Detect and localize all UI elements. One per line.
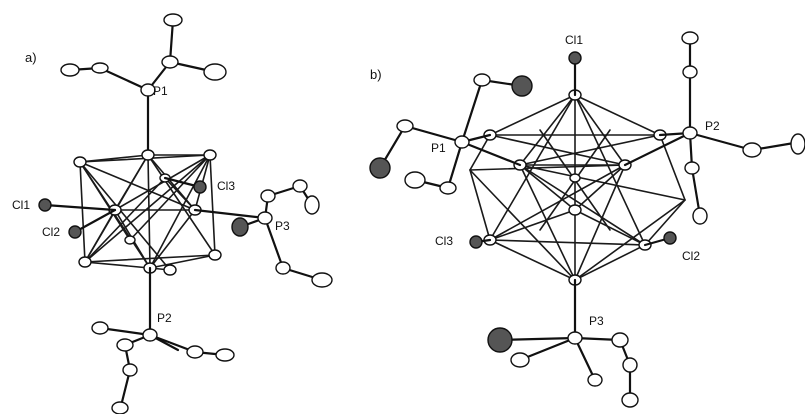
panel-b-label-p1: P1 xyxy=(431,141,446,155)
panel-a-phosphine-p2 xyxy=(91,266,235,414)
panel-b-chlorides xyxy=(469,51,677,249)
panel-a-label-cl1: Cl1 xyxy=(12,198,30,212)
panel-b-phosphine-p3 xyxy=(487,278,639,408)
panel-a: a) xyxy=(12,13,333,414)
panel-b-label-p2: P2 xyxy=(705,119,720,133)
panel-a-phosphine-p1 xyxy=(60,13,227,157)
panel-a-chlorides xyxy=(38,176,207,239)
panel-b: b) xyxy=(369,31,805,408)
panel-a-label-p3: P3 xyxy=(275,219,290,233)
panel-b-label-cl3: Cl3 xyxy=(435,234,453,248)
panel-a-label-p2: P2 xyxy=(157,311,172,325)
panel-a-cluster-cage xyxy=(73,149,222,276)
panel-b-label-cl1: Cl1 xyxy=(565,33,583,47)
panel-b-label-cl2: Cl2 xyxy=(682,249,700,263)
panel-a-label: a) xyxy=(25,50,37,65)
panel-b-cluster-cage xyxy=(469,89,686,286)
panel-b-phosphine-p1 xyxy=(369,73,533,195)
panel-b-phosphine-p2 xyxy=(623,31,805,225)
panel-a-label-cl2: Cl2 xyxy=(42,225,60,239)
panel-a-phosphine-p3 xyxy=(193,179,333,288)
panel-a-label-cl3: Cl3 xyxy=(217,179,235,193)
panel-b-label-p3: P3 xyxy=(589,314,604,328)
panel-a-label-p1: P1 xyxy=(153,84,168,98)
panel-b-label: b) xyxy=(370,67,382,82)
